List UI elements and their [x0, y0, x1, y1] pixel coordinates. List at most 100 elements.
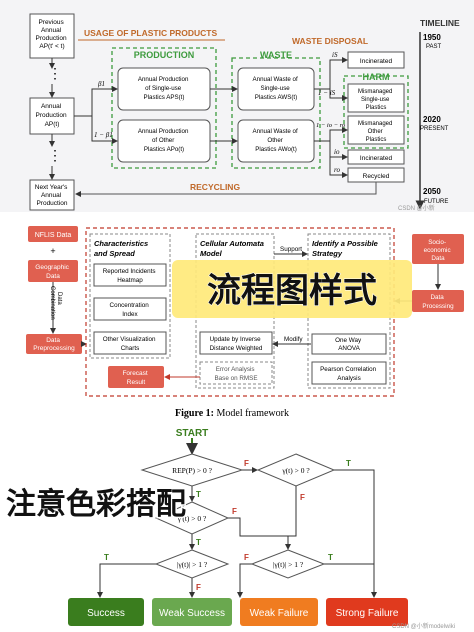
- pearson-text: Pearson Correlation Analysis: [320, 366, 378, 382]
- t-label-5: T: [328, 553, 333, 562]
- outcome-strong-failure-text: Strong Failure: [336, 608, 399, 619]
- beta1-label: β1: [97, 80, 105, 88]
- figure-caption: Figure 1: Model framework: [175, 408, 289, 419]
- f-label-2: F: [300, 493, 305, 502]
- panel-decision-flow: START REP(P) > 0 ? γ(t) > 0 ? γ'(t) > 0 …: [0, 422, 474, 632]
- ellipsis-dots-top: ⋮: [48, 65, 62, 81]
- t-label-1: T: [346, 459, 351, 468]
- mis-other-text: Mismanaged Other Plastics: [358, 121, 394, 143]
- support-label: Support: [280, 246, 302, 253]
- outcome-weak-success-text: Weak Success: [159, 608, 225, 619]
- timeline-label-past: PAST: [426, 44, 442, 50]
- socio-text: Socio- economic Data: [424, 239, 453, 262]
- geo-text: Geographic Data: [35, 264, 70, 280]
- error-text: Error Analysis Base on RMSE: [214, 366, 257, 382]
- ca-model-title: Cellular Automata Model: [200, 239, 266, 258]
- anova-text: One Way ANOVA: [335, 337, 363, 352]
- ro-label: ro: [334, 166, 340, 174]
- panel-model-framework: NFLIS Data + Geographic Data Data Combin…: [0, 214, 474, 426]
- usage-label: USAGE OF PLASTIC PRODUCTS: [84, 28, 218, 38]
- plus-sign: +: [50, 246, 55, 256]
- f-label-3: F: [232, 507, 237, 516]
- reported-text: Reported Incidents Heatmap: [103, 268, 158, 284]
- timeline-year-2050: 2050: [423, 187, 441, 196]
- cond1-text: REP(P) > 0 ?: [172, 466, 213, 475]
- cond2-text: γ(t) > 0 ?: [281, 466, 310, 475]
- current-production-text: Annual Production AP(t): [36, 103, 69, 128]
- one-minus-beta1-label: 1 − β1: [94, 131, 113, 139]
- timeline-year-2020: 2020: [423, 115, 441, 124]
- incinerated-top-box: [347, 51, 405, 69]
- combination-text: Data Combination: [49, 286, 62, 320]
- one-minus-io-ro-label: 1 − io − ro: [316, 122, 346, 129]
- mis-single-text: Mismanaged Single-use Plastics: [358, 89, 394, 111]
- waste-other-text: Annual Waste of Other Plastics AWo(t): [253, 128, 300, 153]
- nflis-box: [28, 226, 78, 242]
- waste-disposal-label: WASTE DISPOSAL: [292, 36, 368, 46]
- timeline-title: TIMELINE: [420, 18, 460, 28]
- start-label: START: [176, 428, 209, 439]
- cond4-text: |γ(t)| > 1 ?: [177, 560, 208, 569]
- timeline-label-future: FUTURE: [424, 199, 448, 205]
- recycling-label: RECYCLING: [190, 182, 240, 192]
- preprocess-left-text: Data Preprocessing: [33, 337, 75, 352]
- f-label-1: F: [244, 459, 249, 468]
- production-group: [111, 47, 217, 169]
- harm-group: [343, 75, 409, 149]
- geo-box: [28, 260, 78, 282]
- is-label: iS: [332, 51, 338, 59]
- identify-title: Identify a Possible Strategy: [312, 239, 380, 258]
- other-viz-box: [93, 331, 167, 355]
- current-production-box: [29, 97, 75, 135]
- reported-box: [93, 263, 167, 287]
- f-label-4: F: [196, 583, 201, 592]
- panel1-edges: [49, 57, 348, 180]
- preprocess-right-text: Data Processing: [422, 294, 454, 310]
- panel3-watermark: CSDN @小新modelwiki: [392, 622, 455, 630]
- outcome-success-text: Success: [87, 608, 125, 619]
- panel2-background: [0, 214, 474, 426]
- characteristics-title: Characteristics and Spread: [94, 239, 150, 258]
- t-label-3: T: [196, 538, 201, 547]
- cond5-text: |γ(t)| > 1 ?: [273, 560, 304, 569]
- prod-single-text: Annual Production of Single-use Plastics…: [138, 76, 190, 101]
- nflis-text: NFLIS Data: [35, 232, 72, 239]
- production-label: PRODUCTION: [134, 50, 195, 60]
- characteristics-group: [89, 233, 171, 359]
- incinerated-bottom-box: [347, 149, 405, 165]
- preprocess-right-box: [412, 290, 464, 312]
- outcome-strong-failure: [326, 598, 408, 626]
- other-viz-text: Other Visualization Charts: [103, 336, 158, 352]
- prev-production-box: [29, 13, 75, 59]
- waste-label: WASTE: [260, 50, 292, 60]
- harm-label: HARM: [363, 72, 390, 82]
- overlay-highlight: [172, 260, 412, 318]
- next-production-box: [29, 179, 75, 211]
- waste-group: [231, 57, 321, 169]
- outcome-weak-failure-text: Weak Failure: [250, 608, 309, 619]
- error-box: [199, 361, 273, 385]
- prev-production-text: Previous Annual Production AP(t' < t): [36, 19, 69, 50]
- incinerated-bottom-text: Incinerated: [360, 155, 393, 162]
- recycled-text: Recycled: [363, 173, 390, 180]
- overlay-title-colors: 注意色彩搭配: [6, 487, 186, 522]
- mis-single-box: [347, 83, 405, 113]
- forecast-text: Forecast Result: [122, 370, 149, 386]
- t-label-2: T: [196, 490, 201, 499]
- modify-label: Modify: [284, 336, 303, 343]
- socio-box: [412, 234, 464, 264]
- incinerated-top-text: Incinerated: [360, 58, 393, 65]
- cond3-text: γ'(t) > 0 ?: [177, 514, 207, 523]
- panel-plastic-lifecycle: Previous Annual Production AP(t' < t) ⋮ …: [0, 0, 474, 212]
- outcome-weak-failure: [240, 598, 318, 626]
- next-production-text: Next Year's Annual Production: [35, 184, 70, 207]
- panel3-edges: [97, 467, 377, 598]
- timeline-label-present: PRESENT: [420, 126, 449, 132]
- panel1-watermark: CSDN @小新: [398, 204, 435, 212]
- concentration-box: [93, 297, 167, 321]
- timeline-year-1950: 1950: [423, 33, 441, 42]
- t-label-4: T: [104, 553, 109, 562]
- outcome-weak-success: [152, 598, 232, 626]
- prod-other-text: Annual Production of Other Plastics APo(…: [138, 128, 190, 153]
